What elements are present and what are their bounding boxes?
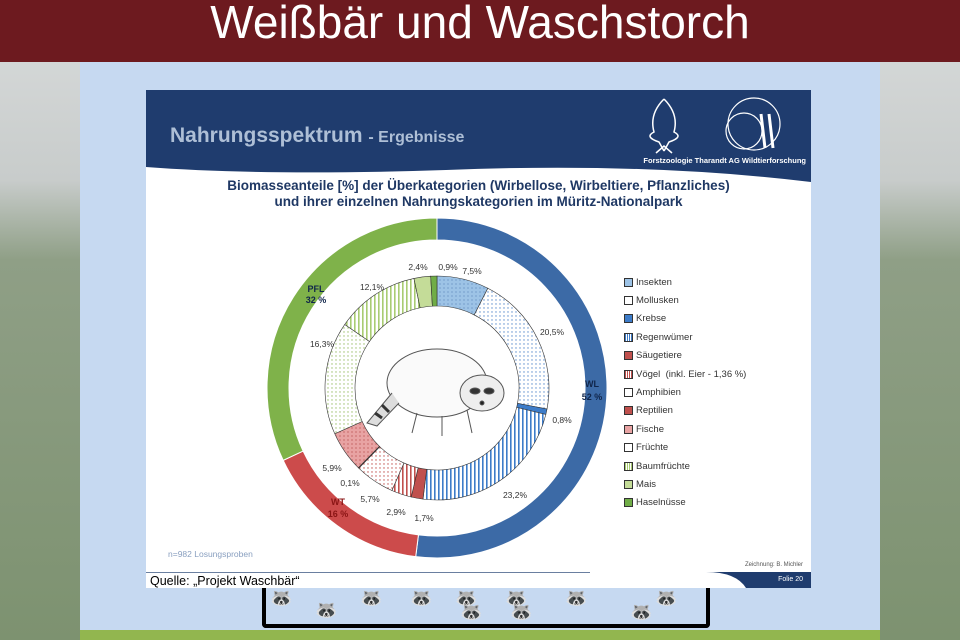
legend-item-baumfrüchte: Baumfrüchte bbox=[624, 457, 746, 475]
legend-swatch bbox=[624, 296, 633, 306]
raccoon-illustration bbox=[366, 348, 505, 436]
legend-swatch bbox=[624, 424, 633, 434]
legend-swatch bbox=[624, 479, 633, 489]
legend-swatch bbox=[624, 277, 633, 287]
legend-item-amphibien: Amphibien bbox=[624, 383, 746, 401]
legend-swatch bbox=[624, 443, 633, 453]
inner-label-insekten: 7,5% bbox=[462, 266, 482, 276]
drawing-credit: Zeichnung: B. Michler bbox=[744, 562, 803, 568]
inner-label-säugetiere: 1,7% bbox=[414, 513, 434, 523]
legend-swatch bbox=[624, 406, 633, 416]
legend-item-krebse: Krebse bbox=[624, 310, 746, 328]
legend-label: Vögel (inkl. Eier - 1,36 %) bbox=[636, 368, 747, 380]
inner-label-regenwümer: 23,2% bbox=[503, 490, 528, 500]
legend-label: Reptilien bbox=[636, 405, 673, 417]
legend-label: Regenwümer bbox=[636, 331, 693, 343]
inner-slice-regenwümer bbox=[422, 407, 547, 501]
footer-swoosh bbox=[706, 572, 811, 588]
inner-label-vögel: 2,9% bbox=[386, 507, 406, 517]
source-caption: Quelle: „Projekt Waschbär“ bbox=[146, 572, 590, 588]
legend-label: Baumfrüchte bbox=[636, 460, 690, 472]
legend-item-fische: Fische bbox=[624, 420, 746, 438]
legend-label: Krebse bbox=[636, 313, 667, 325]
legend-label: Fische bbox=[636, 423, 664, 435]
presentation-title: Weißbär und Waschstorch bbox=[0, 0, 960, 62]
legend-label: Mollusken bbox=[636, 295, 679, 307]
legend-swatch bbox=[624, 498, 633, 508]
legend-swatch bbox=[624, 388, 633, 398]
legend-label: Mais bbox=[636, 478, 657, 490]
bracket-frame bbox=[262, 588, 710, 628]
legend-item-vögel: Vögel (inkl. Eier - 1,36 %) bbox=[624, 365, 746, 383]
subtitle-line-2: und ihrer einzelnen Nahrungskategorien i… bbox=[274, 194, 683, 209]
legend-item-mollusken: Mollusken bbox=[624, 291, 746, 309]
inner-slice-haselnüsse bbox=[430, 275, 438, 307]
inner-label-krebse: 0,8% bbox=[552, 415, 572, 425]
inner-label-amphibien: 5,7% bbox=[360, 494, 380, 504]
legend-label: Säugetiere bbox=[636, 350, 682, 362]
outer-label-wl: WL bbox=[585, 379, 599, 389]
outer-slice-pfl bbox=[266, 217, 438, 462]
outer-label-pfl: PFL bbox=[308, 284, 326, 294]
legend-item-mais: Mais bbox=[624, 475, 746, 493]
outer-value-wt: 16 % bbox=[328, 509, 349, 519]
slide-title: Nahrungsspektrum - Ergebnisse bbox=[170, 124, 464, 148]
slide-header-bg bbox=[146, 90, 811, 182]
inner-label-mollusken: 20,5% bbox=[540, 327, 565, 337]
legend-label: Insekten bbox=[636, 276, 672, 288]
legend-label: Amphibien bbox=[636, 387, 681, 399]
inner-label-mais: 2,4% bbox=[408, 262, 428, 272]
legend-swatch bbox=[624, 369, 633, 379]
legend-label: Haselnüsse bbox=[636, 497, 686, 509]
legend-swatch bbox=[624, 314, 633, 324]
tree-logo-icon bbox=[649, 98, 679, 154]
outer-label-wt: WT bbox=[331, 497, 345, 507]
sample-note: n=982 Losungsproben bbox=[168, 549, 253, 559]
embedded-slide: Nahrungsspektrum - Ergebnisse Forstzoolo… bbox=[146, 90, 811, 588]
inner-label-reptilien: 0,1% bbox=[340, 478, 360, 488]
outer-value-wl: 52 % bbox=[582, 392, 603, 402]
inner-label-früchte: 16,3% bbox=[310, 339, 335, 349]
slide-number: Folie 20 bbox=[778, 576, 803, 583]
legend-item-haselnüsse: Haselnüsse bbox=[624, 494, 746, 512]
legend-item-früchte: Früchte bbox=[624, 439, 746, 457]
outer-value-pfl: 32 % bbox=[306, 295, 327, 305]
legend-item-regenwümer: Regenwümer bbox=[624, 328, 746, 346]
inner-label-fische: 5,9% bbox=[322, 463, 342, 473]
legend-swatch bbox=[624, 351, 633, 361]
legend-swatch bbox=[624, 461, 633, 471]
legend-item-säugetiere: Säugetiere bbox=[624, 347, 746, 365]
logo-icons bbox=[649, 97, 781, 154]
subtitle-line-1: Biomasseanteile [%] der Überkategorien (… bbox=[227, 178, 730, 193]
inner-label-baumfrüchte: 12,1% bbox=[360, 282, 385, 292]
legend-label: Früchte bbox=[636, 442, 669, 454]
legend-item-insekten: Insekten bbox=[624, 273, 746, 291]
logo-text: Forstzoologie Tharandt AG Wildtierforsch… bbox=[643, 156, 806, 165]
wildlife-logo-icon bbox=[725, 97, 781, 151]
outer-slice-wl bbox=[415, 217, 608, 559]
legend-swatch bbox=[624, 332, 633, 342]
slide-title-suffix: - Ergebnisse bbox=[368, 129, 465, 146]
slide-title-main: Nahrungsspektrum bbox=[170, 124, 363, 147]
legend-item-reptilien: Reptilien bbox=[624, 402, 746, 420]
inner-label-haselnüsse: 0,9% bbox=[438, 262, 458, 272]
chart-subtitle: Biomasseanteile [%] der Überkategorien (… bbox=[146, 178, 811, 210]
footer-bar bbox=[80, 630, 880, 640]
